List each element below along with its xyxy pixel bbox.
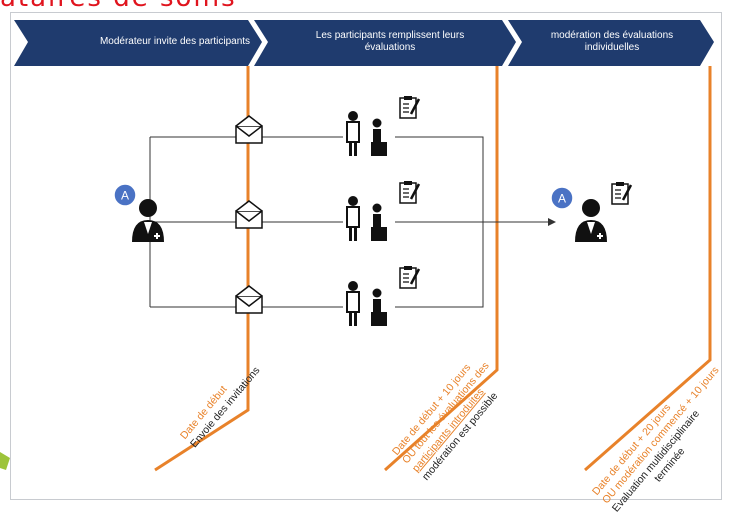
process-diagram: A A: [0, 20, 714, 472]
moderator-badge-label: A: [121, 189, 129, 203]
envelope-icon: [235, 115, 263, 144]
seated-person-icon: [371, 288, 387, 326]
diagram-frame: [10, 12, 722, 500]
doctor-icon: [346, 196, 360, 241]
step-chevron-3: [508, 20, 714, 66]
result-badge: A: [550, 186, 574, 210]
step-label-1: Modérateur invite des participants: [99, 36, 251, 47]
seated-person-icon: [371, 118, 387, 156]
moderator-avatar: [132, 199, 164, 242]
moderator-badge: A: [113, 183, 137, 207]
participant-group-1: [346, 96, 421, 156]
milestone-line-1: [154, 66, 250, 472]
clipboard-icon: [399, 266, 421, 289]
milestone-line-3: [584, 66, 712, 472]
seated-person-icon: [371, 203, 387, 241]
result-badge-label: A: [558, 192, 566, 206]
clipboard-icon: [611, 182, 633, 205]
step-chevron-1: [14, 20, 262, 66]
result-avatar: [575, 199, 607, 242]
participant-group-2: [346, 181, 421, 241]
envelope-icon: [235, 200, 263, 229]
clipboard-icon: [399, 96, 421, 119]
milestone-line-2: [384, 66, 499, 472]
logo-fragment: [0, 452, 10, 470]
doctor-icon: [346, 281, 360, 326]
step-chevron-2: [254, 20, 516, 66]
participant-group-3: [346, 266, 421, 326]
envelope-icon: [235, 285, 263, 314]
step-label-2: Les participants remplissent leurs évalu…: [315, 30, 465, 53]
title-strip: ataires de soins: [0, 0, 730, 12]
step-label-3: modération des évaluations individuelles: [550, 30, 674, 53]
page-title: ataires de soins: [0, 0, 237, 12]
doctor-icon: [346, 111, 360, 156]
clipboard-icon: [399, 181, 421, 204]
